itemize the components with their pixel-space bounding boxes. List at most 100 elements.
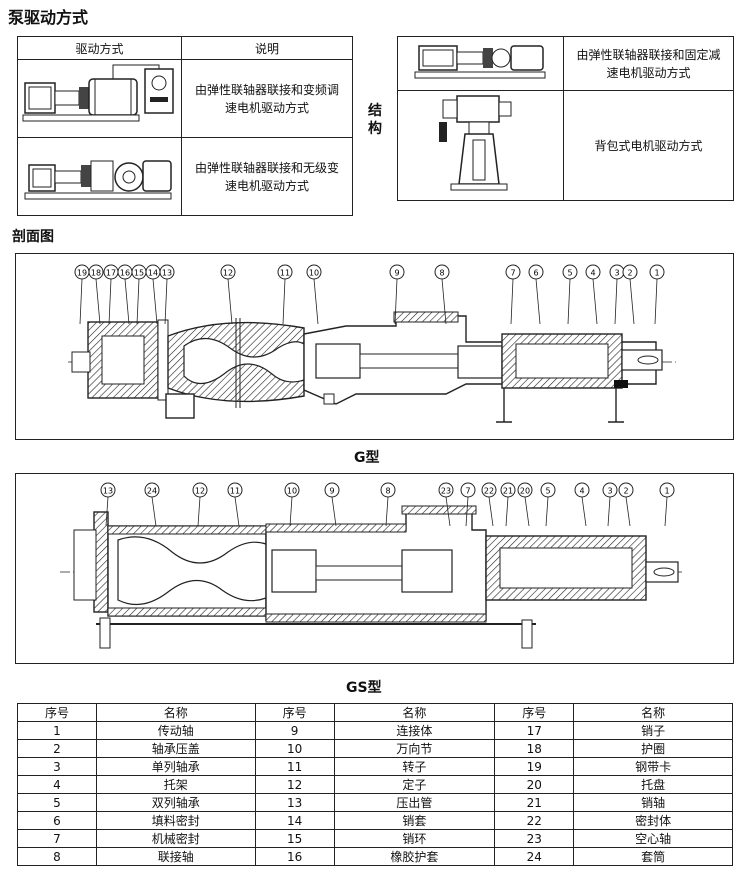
callout-number: 10 [309,269,319,278]
part-number-cell: 14 [254,811,335,830]
structure-desc-2: 背包式电机驱动方式 [563,90,734,201]
callout-number: 11 [230,487,240,496]
callout-circle [159,264,175,280]
callout-leader-line [282,278,286,325]
callout-number: 23 [441,487,451,496]
callout-number: 13 [103,487,113,496]
callout-leader-line [136,278,140,325]
callout-number: 24 [147,487,157,496]
callout-circle [540,482,556,498]
callout-circle [622,264,638,280]
callout-number: 6 [533,269,538,278]
callout-circle [144,482,160,498]
callout-number: 14 [148,269,158,278]
callout-number: 16 [120,269,130,278]
callout-circle [585,264,601,280]
callout-leader-line [445,496,451,527]
callout-leader-line [197,496,201,527]
callout-number: 4 [590,269,595,278]
callout-leader-line [152,278,158,325]
part-name-cell: 销子 [573,721,733,740]
part-name-cell: 双列轴承 [95,793,256,812]
part-number-cell: 4 [17,775,97,794]
part-name-cell: 传动轴 [95,721,256,740]
part-number-cell: 6 [17,811,97,830]
callout-number: 3 [614,269,619,278]
part-number-cell: 21 [494,793,575,812]
callout-leader-line [227,278,233,325]
callout-leader-line [581,496,587,527]
structure-label: 结构 [368,103,382,137]
structure-illustration-1 [397,36,564,91]
structure-table: 由弹性联轴器联接和固定减速电机驱动方式 背包式电机驱动方式 [397,36,734,201]
callout-circle [192,482,208,498]
callout-number: 1 [654,269,659,278]
column-header: 序号 [494,703,575,722]
fixed-reduction-motor-illustration [414,45,546,79]
part-name-cell: 填料密封 [95,811,256,830]
variable-frequency-motor-illustration [22,64,174,122]
part-name-cell: 压出管 [333,793,496,812]
callout-number: 21 [503,487,513,496]
callout-leader-line [535,278,541,325]
callout-leader-line [394,278,398,325]
part-name-cell: 机械密封 [95,829,256,848]
callout-leader-line [592,278,598,325]
part-name-cell: 销套 [333,811,496,830]
callout-leader-line [488,496,494,527]
part-number-cell: 17 [494,721,575,740]
callout-leader-line [331,496,337,527]
callout-number: 12 [223,269,233,278]
part-name-cell: 销环 [333,829,496,848]
callout-number: 8 [439,269,444,278]
callout-leader-line [313,278,319,325]
part-number-cell: 7 [17,829,97,848]
callout-leader-line [524,496,530,527]
part-name-cell: 万向节 [333,739,496,758]
callout-leader-line [289,496,293,527]
section-view-title: 剖面图 [12,229,54,245]
part-number-cell: 13 [254,793,335,812]
callout-leader-line [654,278,658,325]
gs-type-label: GS型 [346,680,382,696]
part-number-cell: 18 [494,739,575,758]
callout-number: 8 [385,487,390,496]
callout-number: 19 [77,269,87,278]
callout-circle [380,482,396,498]
part-name-cell: 空心轴 [573,829,733,848]
callout-number: 18 [91,269,101,278]
part-number-cell: 15 [254,829,335,848]
callout-circle [100,482,116,498]
part-number-cell: 16 [254,847,335,866]
drive-desc-2: 由弹性联轴器联接和无级变速电机驱动方式 [181,137,353,216]
callout-circle [324,482,340,498]
callout-leader-line [95,278,101,325]
part-name-cell: 护圈 [573,739,733,758]
callout-number: 9 [329,487,334,496]
callout-leader-line [614,278,618,325]
callout-number: 4 [579,487,584,496]
column-header: 序号 [254,703,335,722]
callout-leader-line [505,496,509,527]
part-number-cell: 12 [254,775,335,794]
drive-note-header: 说明 [181,36,353,60]
callout-circle [277,264,293,280]
part-name-cell: 密封体 [573,811,733,830]
callout-number: 2 [623,487,628,496]
column-header: 名称 [95,703,256,722]
g-type-label: G型 [354,450,380,466]
callout-number: 5 [567,269,572,278]
callout-leader-line [664,496,668,527]
callout-leader-line [151,496,157,527]
part-number-cell: 24 [494,847,575,866]
